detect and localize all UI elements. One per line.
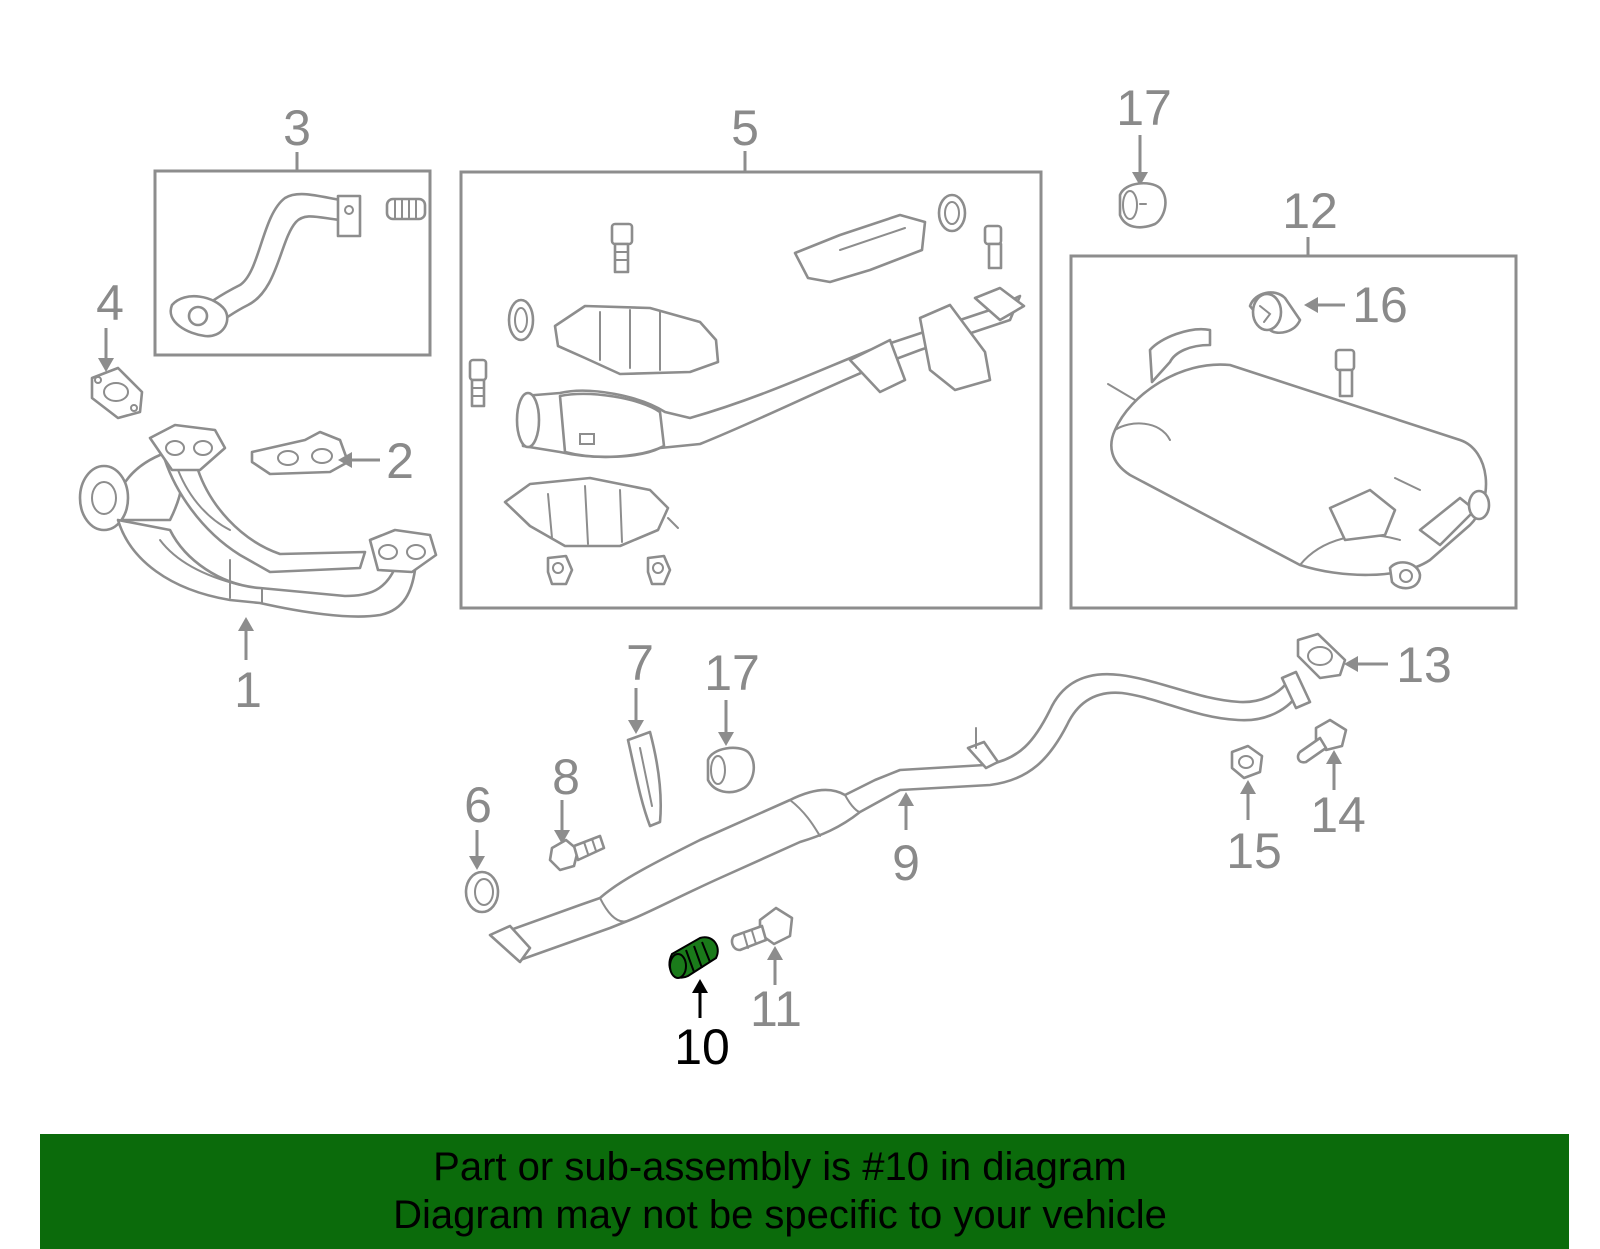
info-banner: Part or sub-assembly is #10 in diagram D… — [40, 1134, 1569, 1249]
banner-line-disclaimer: Diagram may not be specific to your vehi… — [393, 1193, 1167, 1237]
front-pipe-part[interactable] — [169, 192, 362, 338]
banner-line-part-number: Part or sub-assembly is #10 in diagram — [433, 1145, 1127, 1189]
group-box-3 — [153, 169, 432, 357]
group-box-5 — [459, 170, 1043, 610]
catalytic-converter-assembly-part[interactable] — [468, 193, 1026, 586]
exhaust-gasket-10-part[interactable] — [668, 936, 719, 979]
bolt-14-part[interactable] — [1296, 718, 1348, 764]
exhaust-sleeve-part[interactable] — [385, 197, 427, 221]
exhaust-hanger-insulator-top-part[interactable] — [1118, 181, 1167, 229]
gasket-13-part[interactable] — [1296, 632, 1347, 680]
callout-10-highlighted: 10 — [674, 1019, 730, 1075]
bolt-8-part[interactable] — [548, 834, 606, 872]
bolt-11-part[interactable] — [730, 906, 794, 952]
muffler-assembly-part[interactable] — [1107, 327, 1491, 590]
callout-5: 5 — [731, 100, 759, 156]
callout-7: 7 — [626, 635, 654, 691]
callout-1: 1 — [234, 662, 262, 718]
gasket-2-part[interactable] — [250, 430, 350, 476]
center-exhaust-pipe-part[interactable] — [488, 670, 1312, 964]
callout-6: 6 — [464, 777, 492, 833]
bracket-7-part[interactable] — [626, 730, 662, 828]
callout-17-top: 17 — [1116, 80, 1172, 136]
callout-11: 11 — [750, 981, 802, 1037]
gasket-4-part[interactable] — [90, 366, 144, 420]
callout-14: 14 — [1310, 787, 1366, 843]
callout-12: 12 — [1282, 183, 1338, 239]
callout-9: 9 — [892, 835, 920, 891]
callout-17-mid: 17 — [704, 645, 760, 701]
callout-16: 16 — [1352, 277, 1408, 333]
exhaust-hanger-insulator-mid-part[interactable] — [706, 746, 756, 794]
exhaust-tip-part[interactable] — [1248, 291, 1302, 334]
nut-15-part[interactable] — [1230, 744, 1264, 780]
group-box-12 — [1069, 254, 1518, 610]
callout-2: 2 — [386, 433, 414, 489]
callout-15: 15 — [1226, 823, 1282, 879]
callout-4: 4 — [96, 275, 124, 331]
exhaust-manifold-part[interactable] — [78, 423, 438, 618]
callout-8: 8 — [552, 749, 580, 805]
callout-3: 3 — [283, 100, 311, 156]
clamp-6-part[interactable] — [464, 870, 500, 914]
callout-13: 13 — [1396, 637, 1452, 693]
